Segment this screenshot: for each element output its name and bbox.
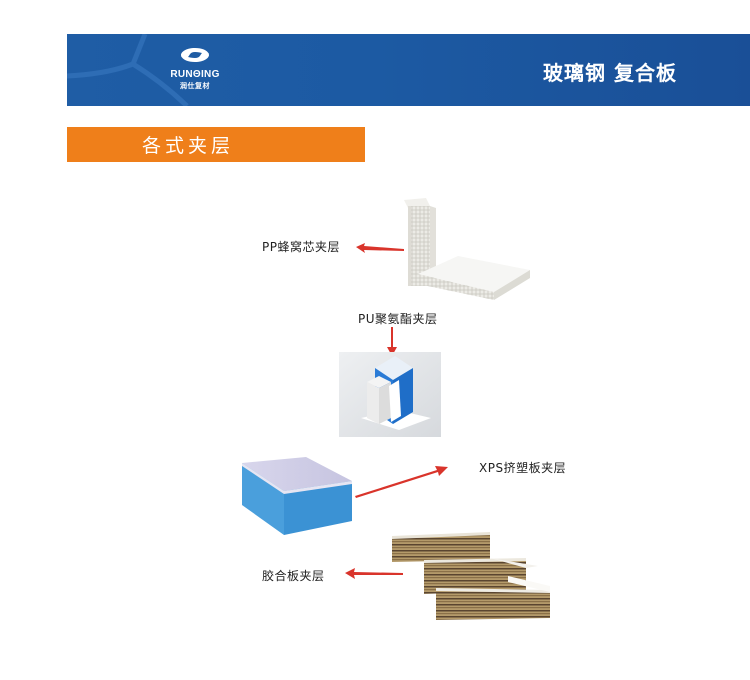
header-banner: RUNΘING 润仕复材 玻璃钢 复合板 — [67, 34, 750, 106]
logo-swirl-icon — [181, 48, 209, 62]
company-logo: RUNΘING 润仕复材 — [165, 46, 225, 91]
plywood-panel-image — [392, 532, 550, 620]
pp-honeycomb-panel-image — [404, 198, 530, 300]
section-title: 各式夹层 — [142, 135, 235, 157]
pp-arrow-icon — [356, 243, 404, 253]
section-header: 各式夹层 — [67, 127, 365, 162]
xps-board-label: XPS挤塑板夹层 — [479, 461, 567, 475]
logo-brand-name: RUNΘING — [170, 69, 220, 80]
pp-honeycomb-label: PP蜂窝芯夹层 — [262, 240, 340, 254]
plywood-label: 胶合板夹层 — [262, 569, 325, 583]
pu-foam-label: PU聚氨酯夹层 — [358, 312, 438, 326]
page-title: 玻璃钢 复合板 — [543, 61, 677, 85]
pu-arrow-icon — [387, 327, 397, 356]
xps-board-image — [242, 457, 352, 535]
xps-arrow-icon — [355, 466, 448, 498]
plywood-arrow-icon — [345, 568, 403, 579]
logo-chinese-name: 润仕复材 — [180, 82, 210, 90]
pu-foam-panel-image — [339, 352, 441, 437]
header-decoration — [67, 34, 189, 106]
